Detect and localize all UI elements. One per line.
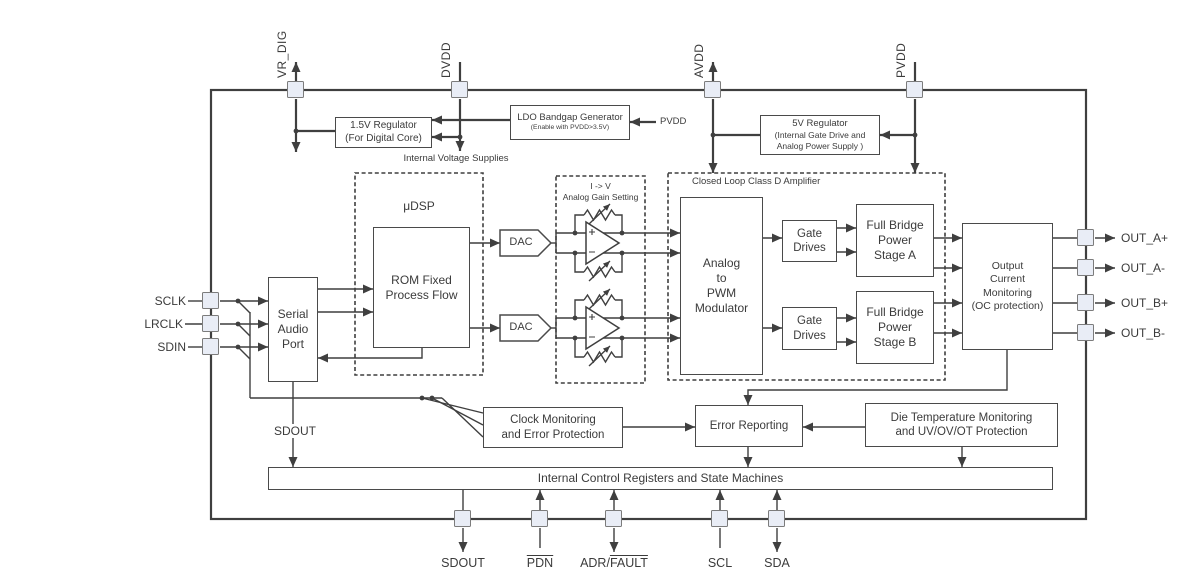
pin-label-lrclk: LRCLK (144, 317, 183, 331)
dashed-group-outlines (354, 172, 946, 384)
5v-reg-title: 5V Regulator (792, 118, 848, 130)
ldo-pvdd-supply-label: PVDD (660, 116, 687, 127)
junction-dots (235, 128, 918, 401)
pin-label-adr-fault: ADR/FAULT (564, 556, 664, 571)
dac-a-label: DAC (509, 236, 533, 248)
pin-avdd (704, 81, 721, 98)
pin-sda (768, 510, 785, 527)
pin-pvdd (906, 81, 923, 98)
adr-part: ADR/ (580, 556, 610, 570)
5v-reg-subtitle: (Internal Gate Drive and Analog Power Su… (774, 130, 866, 151)
block-5v-regulator: 5V Regulator (Internal Gate Drive and An… (760, 115, 880, 155)
ldo-subtitle: (Enable with PVDD>3.5V) (530, 124, 610, 132)
pin-label-sdout-bottom: SDOUT (441, 556, 485, 570)
udsp-group-label: μDSP (403, 199, 435, 213)
block-rom-process-flow: ROM Fixed Process Flow (373, 227, 470, 348)
block-die-temp-monitoring: Die Temperature Monitoring and UV/OV/OT … (865, 403, 1058, 447)
pin-label-out-a-plus: OUT_A+ (1121, 231, 1169, 245)
pin-label-avdd: AVDD (692, 43, 706, 78)
block-full-bridge-stage-b: Full Bridge Power Stage B (856, 291, 934, 364)
pin-pdn (531, 510, 548, 527)
pin-dvdd (451, 81, 468, 98)
pin-label-dvdd: DVDD (439, 41, 453, 78)
pin-out-b-plus (1077, 294, 1094, 311)
pin-out-a-minus (1077, 259, 1094, 276)
block-ldo-bandgap: LDO Bandgap Generator (Enable with PVDD>… (510, 105, 630, 140)
dac-a-shape (499, 229, 553, 257)
block-gate-drives-a: Gate Drives (782, 220, 837, 262)
pin-label-scl: SCL (707, 556, 733, 570)
dac-b-shape (499, 314, 553, 342)
pin-adr-fault (605, 510, 622, 527)
pin-sdin (202, 338, 219, 355)
pin-label-out-b-plus: OUT_B+ (1121, 296, 1169, 310)
pin-label-sdin: SDIN (157, 340, 186, 354)
pin-out-b-minus (1077, 324, 1094, 341)
pin-label-out-a-minus: OUT_A- (1121, 261, 1166, 275)
block-1v5-regulator: 1.5V Regulator (For Digital Core) (335, 117, 432, 148)
closed-loop-dashed-box (667, 172, 946, 381)
block-gate-drives-b: Gate Drives (782, 307, 837, 350)
gain-feedback-resistors (574, 203, 623, 367)
pin-vr-dig (287, 81, 304, 98)
internal-voltage-supplies-caption: Internal Voltage Supplies (403, 153, 509, 164)
pin-sclk (202, 292, 219, 309)
iv-gain-subtitle: Analog Gain Setting (562, 192, 639, 202)
pin-label-pvdd: PVDD (894, 42, 908, 78)
dac-b-label: DAC (509, 321, 533, 333)
block-serial-audio-port: Serial Audio Port (268, 277, 318, 382)
dac-shapes (499, 229, 553, 342)
pin-sdout-bottom (454, 510, 471, 527)
sdout-internal-label: SDOUT (268, 424, 322, 439)
power-wires (291, 62, 920, 173)
pin-label-sda: SDA (764, 556, 790, 570)
pin-label-sclk: SCLK (154, 294, 186, 308)
iv-gain-title: I -> V (590, 181, 611, 191)
iv-gain-dashed-box (555, 175, 646, 384)
pin-scl (711, 510, 728, 527)
block-analog-pwm-modulator: Analog to PWM Modulator (680, 197, 763, 375)
pin-out-a-plus (1077, 229, 1094, 246)
opamp-a-icon (585, 220, 621, 266)
closed-loop-group-label: Closed Loop Class D Amplifier (692, 176, 821, 187)
fault-part: FAULT (609, 556, 648, 570)
opamp-symbols (585, 220, 621, 351)
pin-label-pdn: PDN (526, 556, 554, 570)
pin-label-out-b-minus: OUT_B- (1121, 326, 1166, 340)
block-full-bridge-stage-a: Full Bridge Power Stage A (856, 204, 934, 277)
chip-outline (209, 88, 1088, 521)
ldo-title: LDO Bandgap Generator (517, 112, 623, 124)
block-clock-monitoring: Clock Monitoring and Error Protection (483, 407, 623, 448)
block-control-registers-bar: Internal Control Registers and State Mac… (268, 467, 1053, 490)
pin-label-vr-dig: VR_DIG (275, 30, 289, 78)
opamp-b-icon (585, 305, 621, 351)
pin-lrclk (202, 315, 219, 332)
block-error-reporting: Error Reporting (695, 405, 803, 447)
block-output-current-monitoring: Output Current Monitoring (OC protection… (962, 223, 1053, 350)
